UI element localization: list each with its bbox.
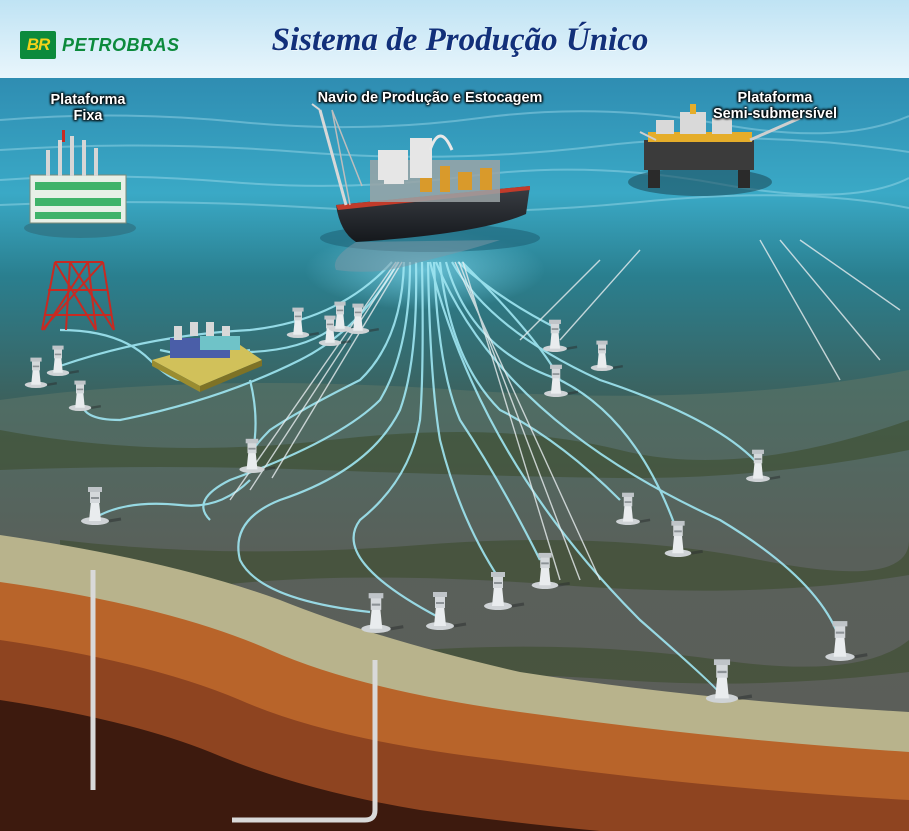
br-logo-badge: BR: [20, 31, 56, 59]
wellhead-tree: [426, 592, 467, 630]
label-semi-submersible: Plataforma Semi-submersível: [660, 90, 890, 122]
header: BR PETROBRAS Sistema de Produção Único: [0, 0, 909, 78]
wellhead-tree: [68, 380, 101, 411]
fpso-ship: [311, 103, 540, 272]
logo-badge-text: BR: [26, 35, 51, 54]
wellhead-tree: [705, 659, 753, 703]
wellhead-tree: [46, 345, 79, 376]
rock-strata: [0, 535, 909, 831]
sky-band: [0, 0, 909, 80]
wellhead-tree: [590, 340, 623, 371]
wellhead-tree: [346, 303, 379, 334]
wellhead-tree: [286, 307, 319, 338]
wellhead-tree: [361, 593, 404, 633]
label-fixed-platform-line2: Fixa: [73, 108, 103, 124]
wellhead-tree: [746, 449, 781, 482]
well-bores: [90, 570, 378, 823]
label-fixed-platform-line1: Plataforma: [50, 92, 126, 108]
subsea-manifold: [152, 322, 262, 392]
wellhead-tree: [81, 487, 122, 525]
fixed-platform: [24, 130, 136, 238]
label-fpso: Navio de Produção e Estocagem: [317, 90, 543, 106]
wellhead-tree: [24, 357, 57, 388]
page-title: Sistema de Produção Único: [271, 22, 649, 58]
wellhead-tree: [825, 621, 868, 661]
semi-submersible-platform: [628, 104, 801, 196]
wellhead-tree: [544, 364, 579, 397]
label-fixed-platform: Plataforma Fixa: [18, 92, 158, 124]
wellhead-tree: [484, 572, 525, 610]
flowlines: [59, 261, 842, 695]
fixed-platform-jacket: [41, 261, 115, 331]
wellhead-tree: [616, 492, 651, 525]
logo-wordmark: PETROBRAS: [62, 34, 180, 55]
label-semi-line2: Semi-submersível: [712, 106, 838, 122]
wellheads: [24, 301, 868, 703]
label-semi-line1: Plataforma: [737, 90, 813, 106]
mooring-lines: [229, 239, 901, 581]
wellhead-tree: [664, 520, 703, 557]
wellhead-tree: [239, 438, 276, 473]
petrobras-logo: BR PETROBRAS: [20, 30, 180, 60]
wellhead-tree: [318, 315, 351, 346]
wellhead-tree: [531, 552, 570, 589]
wellhead-tree: [543, 319, 578, 352]
